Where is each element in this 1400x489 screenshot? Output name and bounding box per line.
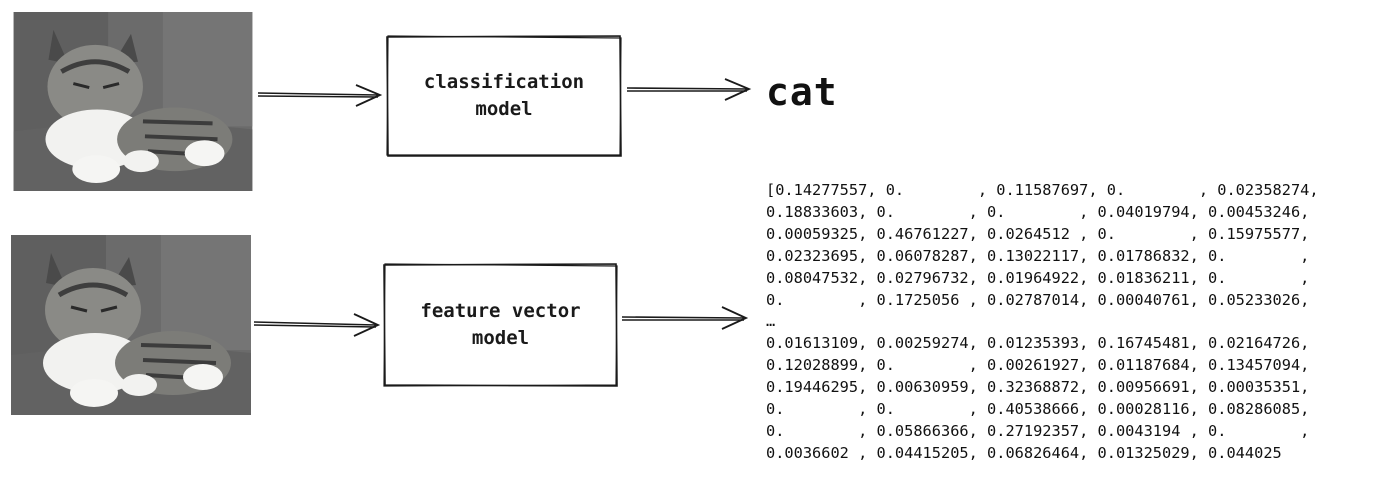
feature-vector-line: 0. , 0.1725056 , 0.02787014, 0.00040761,… [766,290,1310,309]
feature-vector-line: 0.02323695, 0.06078287, 0.13022117, 0.01… [766,246,1310,265]
classification-model-box: classification model [386,35,622,157]
cat-photo-top [13,12,253,191]
feature-vector-line: 0.00059325, 0.46761227, 0.0264512 , 0. ,… [766,224,1310,243]
box-frame [386,35,622,157]
arrow-photo-to-feature-model [253,313,381,337]
cat-photo-icon [11,235,251,415]
classification-model-label-line2: model [475,98,533,120]
arrow-feature-model-to-vector [621,306,749,330]
feature-vector-line: 0.12028899, 0. , 0.00261927, 0.01187684,… [766,356,1310,375]
classification-model-label-line1: classification [423,71,585,93]
feature-vector-line: 0.01613109, 0.00259274, 0.01235393, 0.16… [766,334,1310,353]
feature-vector-line: 0.18833603, 0. , 0. , 0.04019794, 0.0045… [766,202,1310,221]
cat-photo-bottom [11,235,251,415]
arrow-photo-to-classification [257,84,383,107]
feature-vector-line: 0. , 0.05866366, 0.27192357, 0.0043194 ,… [766,421,1310,440]
classification-output-label: cat [766,70,838,114]
feature-vector-line: … [766,312,776,331]
feature-vector-line: [0.14277557, 0. , 0.11587697, 0. , 0.023… [766,181,1319,199]
cat-photo-icon [13,12,253,191]
arrow-classification-to-label [626,78,752,101]
feature-vector-model-label-line1: feature vector [420,300,581,322]
feature-vector-line: 0.0036602 , 0.04415205, 0.06826464, 0.01… [766,443,1282,462]
feature-vector-line: 0.19446295, 0.00630959, 0.32368872, 0.00… [766,378,1310,397]
feature-vector-line: 0. , 0. , 0.40538666, 0.00028116, 0.0828… [766,400,1310,419]
feature-vector-model-label-line2: model [471,327,530,349]
feature-vector-line: 0.08047532, 0.02796732, 0.01964922, 0.01… [766,268,1310,287]
feature-vector-model-box: feature vector model [383,263,618,387]
feature-vector-output: [0.14277557, 0. , 0.11587697, 0. , 0.023… [766,180,1319,465]
box-frame [383,263,618,387]
